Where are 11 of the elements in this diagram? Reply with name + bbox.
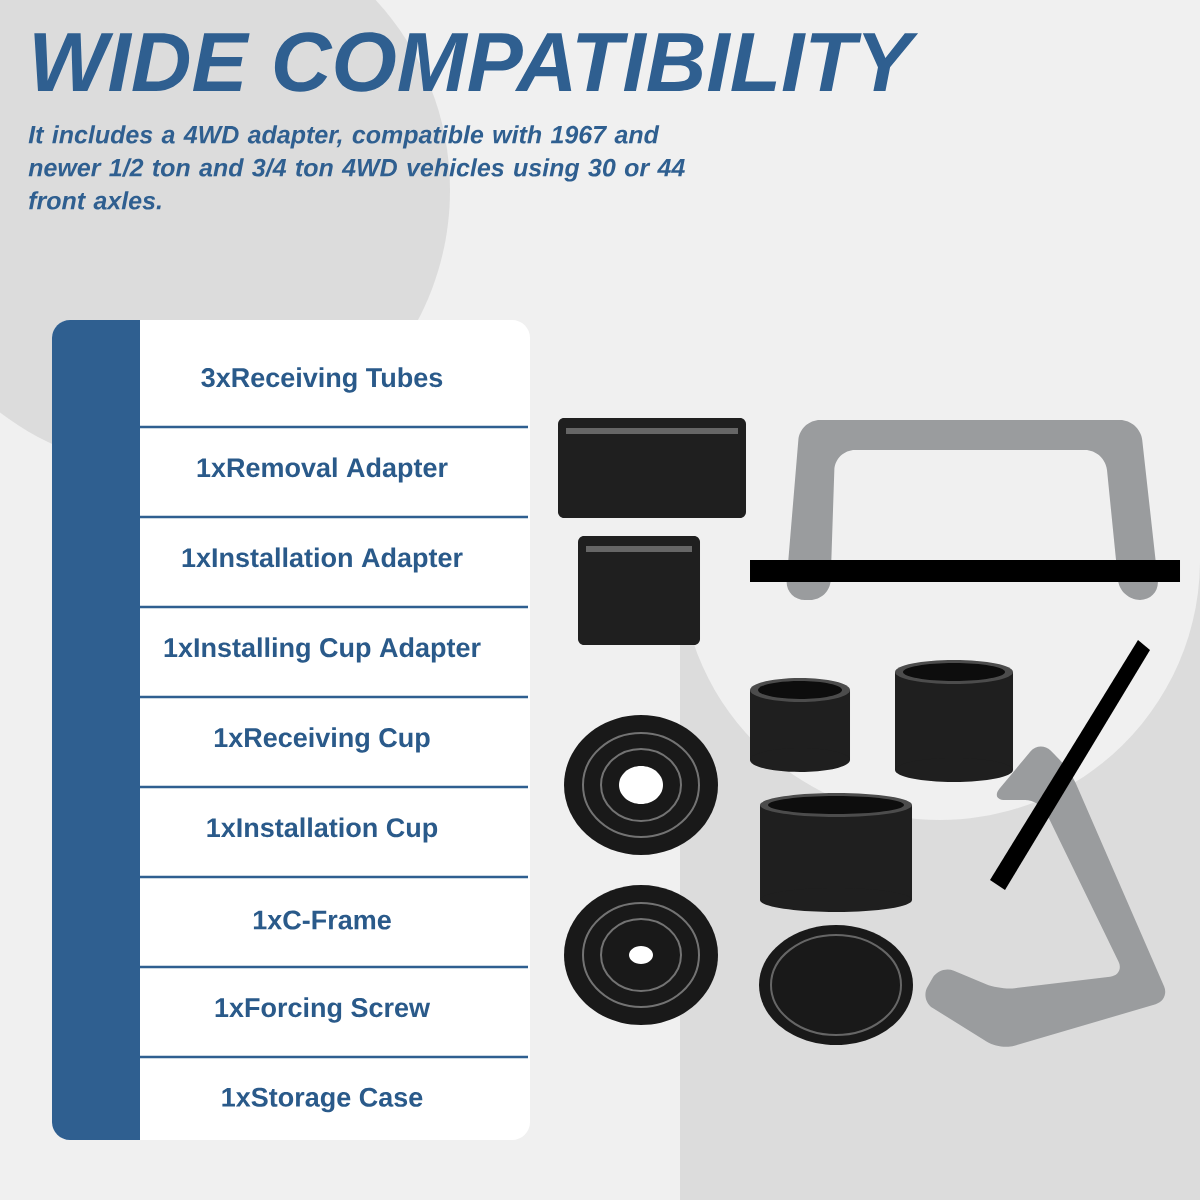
list-item: 1xC-Frame xyxy=(253,910,391,930)
list-item: 1xInstallation Cup xyxy=(207,817,438,843)
list-item: 1xForcing Screw xyxy=(215,997,431,1023)
list-item: 1xInstallation Adapter xyxy=(182,547,463,573)
list-item: 1xStorage Case xyxy=(222,1087,423,1113)
list-item: 1xReceiving Cup xyxy=(214,727,430,753)
description: It includes a 4WD adapter, compatible with 1967 and newer 1/2 ton and 3/4 ton 4WD vehicles using 30 or 44 front axles. xyxy=(28,125,685,210)
title: WIDE COMPATIBILITY xyxy=(34,32,919,92)
list-item: 1xRemoval Adapter xyxy=(197,457,448,483)
list-item: 1xInstalling Cup Adapter xyxy=(164,637,481,663)
list-item: 3xReceiving Tubes xyxy=(201,367,443,393)
